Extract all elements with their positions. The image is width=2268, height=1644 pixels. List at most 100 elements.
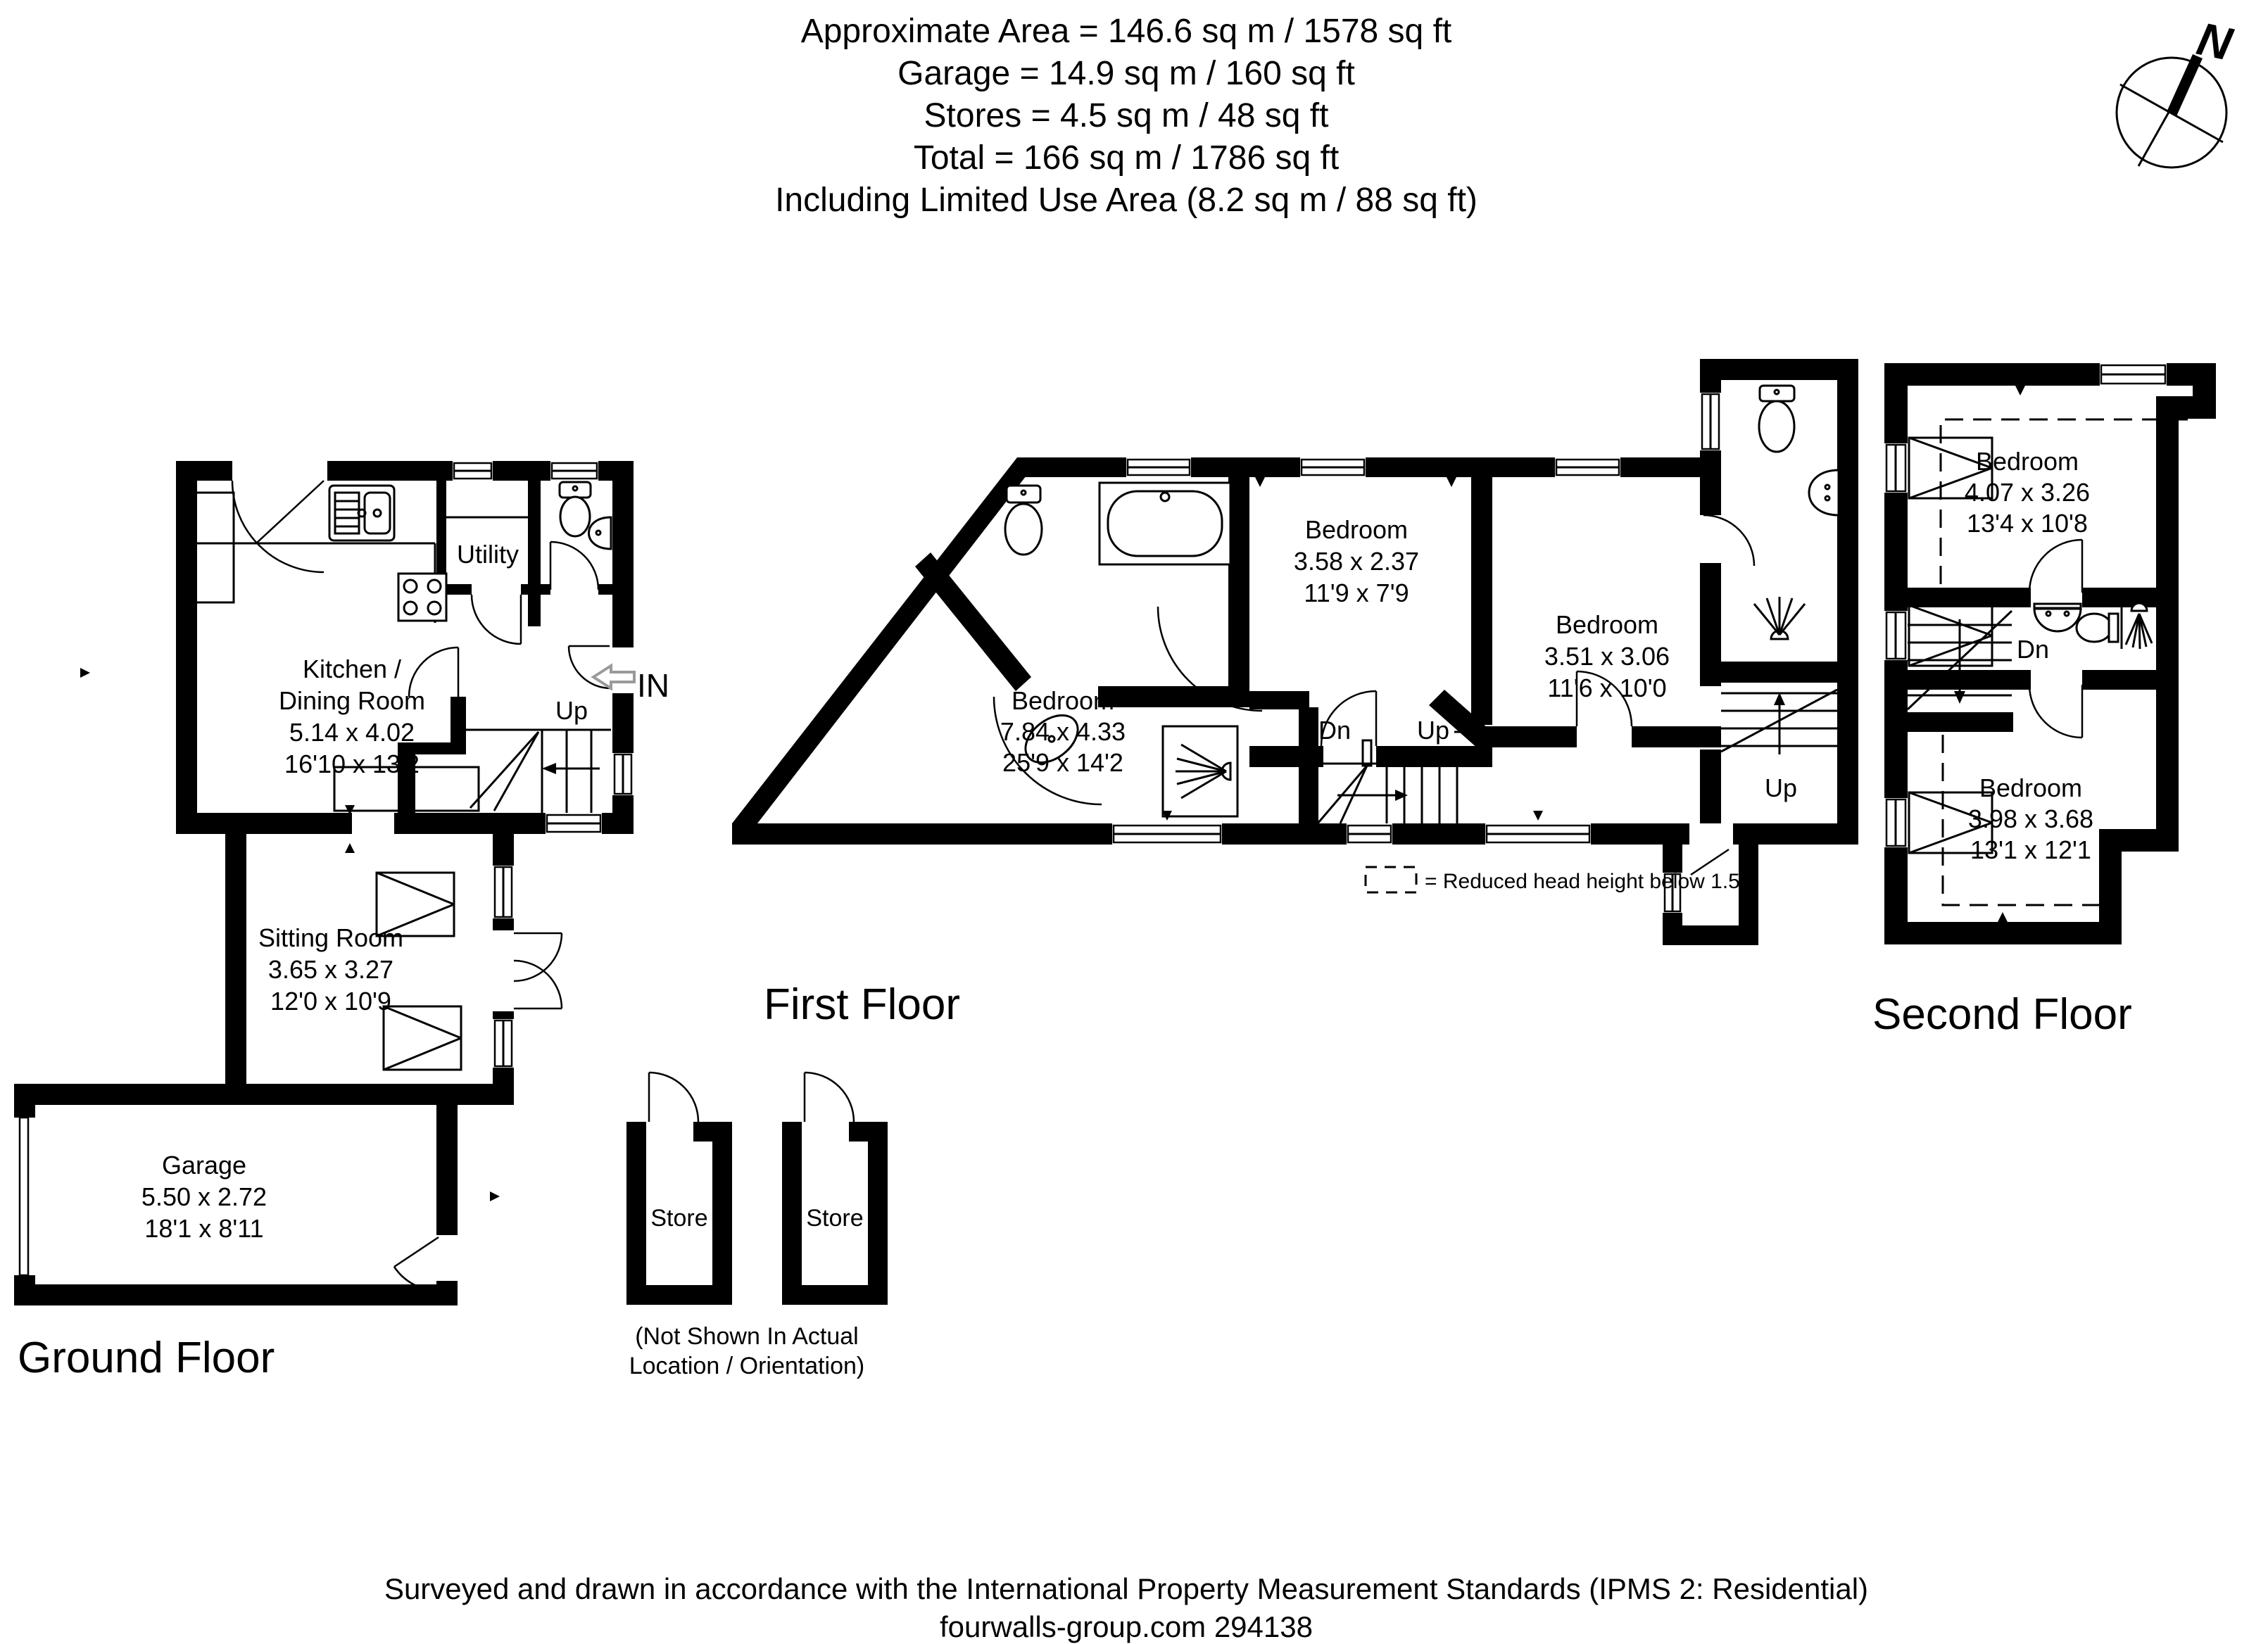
door-arc — [470, 594, 522, 645]
window-box-icon — [1908, 436, 1993, 500]
window-icon — [1300, 458, 1366, 476]
dim-tick — [80, 668, 90, 678]
window-icon — [1555, 458, 1620, 476]
second-floor-title: Second Floor — [1872, 990, 2132, 1039]
door-arc — [408, 646, 460, 697]
ff-bedroom1-dim-m: 7.84 x 4.33 — [1000, 717, 1126, 746]
window-icon — [1885, 611, 1907, 660]
ground-floor-walls — [14, 461, 634, 1305]
chimney-recess — [194, 491, 235, 604]
garage-side-door-arc — [393, 1236, 439, 1292]
ff-bedroom2-dim-m: 3.58 x 2.37 — [1294, 547, 1419, 576]
shower-icon — [2124, 602, 2153, 650]
stairs-icon — [1906, 609, 2013, 711]
lobby-door — [1690, 848, 1730, 876]
door-arc — [549, 540, 600, 590]
basin-icon — [588, 516, 612, 550]
ground-floor-doors — [18, 480, 612, 1292]
bedroom2-door-arc — [1320, 690, 1378, 747]
header-area: Approximate Area = 146.6 sq m / 1578 sq … — [775, 13, 1478, 219]
toilet-icon — [558, 481, 592, 538]
sf-bedroom2-label: Bedroom — [1979, 773, 2082, 802]
landing-door-arcs — [2028, 538, 2084, 739]
ff-bedroom1-dim-ft: 25'9 x 14'2 — [1002, 748, 1123, 777]
toilet-icon — [1758, 384, 1796, 453]
sf-bedroom1-dim-m: 4.07 x 3.26 — [1965, 478, 2090, 507]
window-icon — [1663, 873, 1682, 913]
kitchen-label-2: Dining Room — [279, 686, 425, 715]
door-arc — [231, 480, 325, 574]
store1-label: Store — [650, 1205, 707, 1232]
sf-bedroom1-dim-ft: 13'4 x 10'8 — [1967, 509, 2088, 538]
first-floor-walls — [732, 359, 1858, 945]
kitchen-sink-icon — [328, 484, 396, 542]
utility-label: Utility — [457, 540, 519, 569]
dim-tick — [1533, 811, 1543, 821]
window-icon — [2100, 364, 2167, 385]
kitchen-label: Kitchen / — [303, 655, 401, 683]
first-floor-windows — [1112, 393, 1720, 913]
ground-floor-fixtures — [194, 481, 636, 813]
hob-icon — [397, 572, 448, 622]
dim-tick — [1447, 477, 1456, 487]
first-floor-doors — [993, 514, 1756, 876]
entrance-door-arc — [567, 645, 612, 690]
stairs-icon — [1720, 688, 1838, 754]
first-floor-fixtures — [1004, 384, 1840, 824]
window-icon — [1126, 458, 1191, 476]
compass-icon: N — [2115, 12, 2237, 169]
footer-standards-line: Surveyed and drawn in accordance with th… — [384, 1572, 1868, 1605]
sitting-room-dim-ft: 12'0 x 10'9 — [270, 987, 391, 1016]
ground-up-label: Up — [555, 696, 588, 725]
header-total-area: Total = 166 sq m / 1786 sq ft — [914, 139, 1339, 177]
header-limited-use-area: Including Limited Use Area (8.2 sq m / 8… — [775, 182, 1478, 219]
sitting-room-dim-m: 3.65 x 3.27 — [268, 955, 393, 984]
bedroom3-door-arc — [1575, 670, 1633, 727]
ff-up-label: Up — [1417, 716, 1449, 745]
store2-label: Store — [806, 1205, 863, 1232]
window-box-icon — [1908, 604, 1993, 667]
dim-tick — [1255, 477, 1265, 487]
ground-floor-title: Ground Floor — [18, 1334, 275, 1382]
window-icon — [1485, 824, 1591, 844]
ground-floor-plan: Kitchen / Dining Room 5.14 x 4.02 16'10 … — [14, 461, 669, 1382]
ff-wing-up-label: Up — [1765, 773, 1797, 802]
window-icon — [1701, 393, 1720, 450]
toilet-icon — [1004, 484, 1043, 556]
ff-bedroom3-dim-m: 3.51 x 3.06 — [1544, 642, 1670, 671]
kitchen-dim-ft: 16'10 x 13'2 — [284, 750, 420, 778]
dim-tick — [490, 1191, 500, 1201]
dim-tick — [1162, 811, 1172, 821]
dim-tick — [345, 843, 355, 853]
dim-tick — [2015, 386, 2025, 396]
legend-text: = Reduced head height below 1.5m — [1425, 870, 1758, 893]
footer-brand-line: fourwalls-group.com 294138 — [940, 1610, 1313, 1643]
in-arrow-icon — [591, 663, 636, 691]
kitchen-dim-m: 5.14 x 4.02 — [289, 718, 415, 747]
stairs-icon — [466, 728, 611, 813]
window-icon — [1885, 443, 1907, 493]
in-label: IN — [637, 667, 669, 704]
sf-dn-label: Dn — [2017, 635, 2049, 664]
ensuite-door-arc — [993, 696, 1102, 806]
window-box-icon — [1908, 791, 1993, 854]
ff-bedroom2-dim-ft: 11'9 x 7'9 — [1304, 578, 1409, 607]
first-floor-plan: = Reduced head height below 1.5m Bedroom… — [732, 359, 1858, 1029]
ground-floor-windows — [453, 462, 633, 1068]
ff-bedroom3-dim-ft: 11'6 x 10'0 — [1547, 674, 1666, 702]
reduced-head-height-legend: = Reduced head height below 1.5m — [1364, 866, 1758, 894]
basin-icon — [2033, 602, 2082, 633]
window-icon — [493, 1019, 513, 1068]
french-door-arcs — [513, 932, 563, 1010]
sf-bedroom1-label: Bedroom — [1976, 447, 2079, 476]
second-floor-fixtures — [1906, 602, 2153, 711]
window-box-icon — [382, 1005, 462, 1071]
stores-note-line2: Location / Orientation) — [629, 1353, 865, 1379]
garage-door-icon — [18, 1116, 30, 1277]
compass-north-label: N — [2193, 12, 2237, 70]
window-icon — [1112, 824, 1222, 844]
stores-plan: Store Store (Not Shown In Actual Locatio… — [626, 1071, 888, 1379]
first-floor-title: First Floor — [764, 980, 960, 1029]
